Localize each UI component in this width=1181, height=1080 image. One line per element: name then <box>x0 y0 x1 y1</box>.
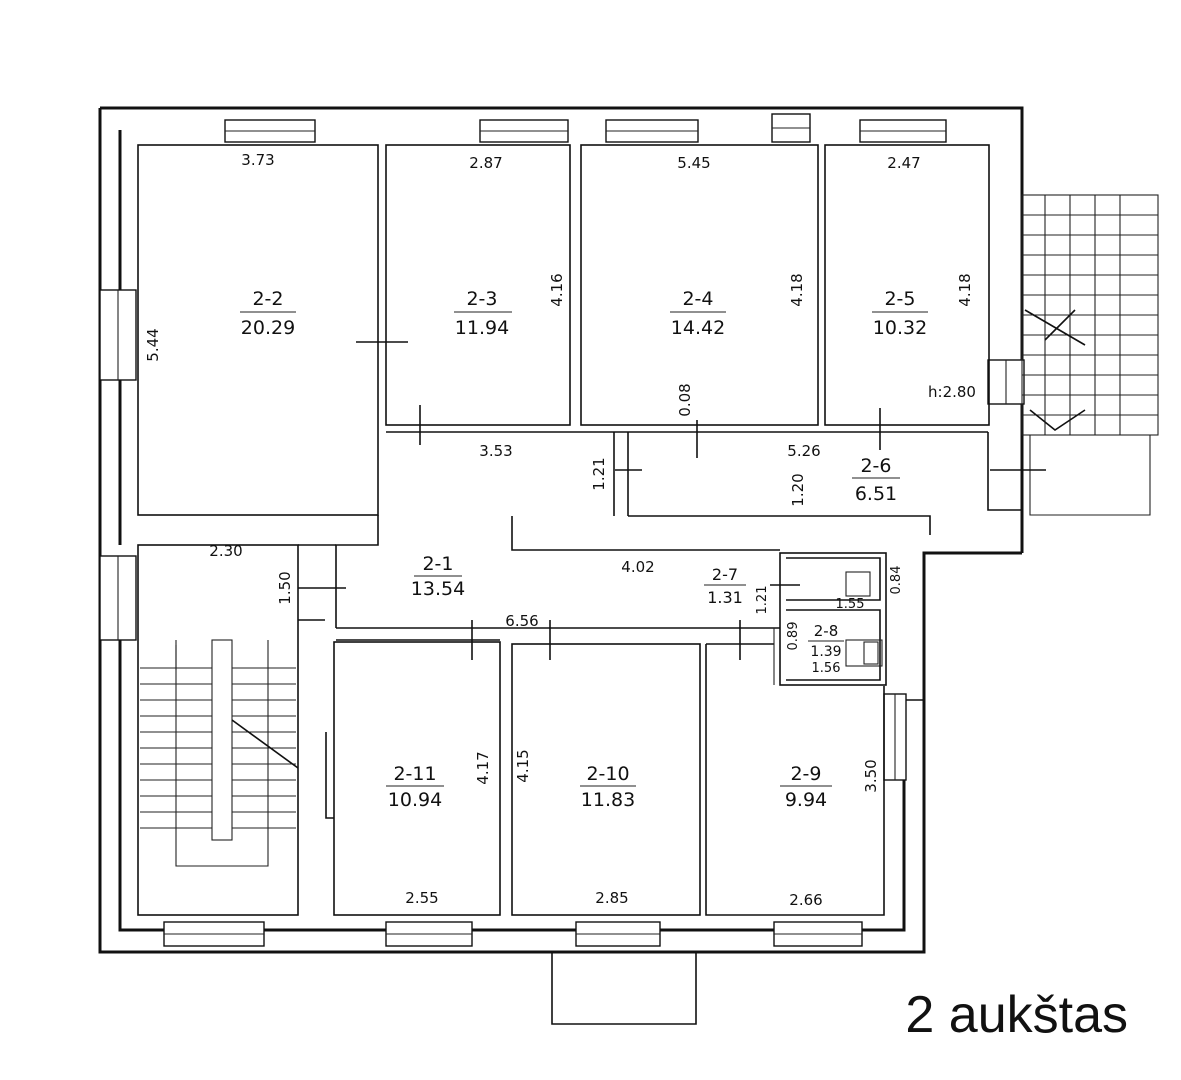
dim-stair-top: 2.30 <box>209 542 242 560</box>
windows <box>99 113 1025 947</box>
room-2-6-id: 2-6 <box>860 455 891 477</box>
dim-2-4-side: 4.18 <box>788 273 806 306</box>
dim-hall-lower: 6.56 <box>505 612 538 630</box>
dim-corridor-width-2: 1.20 <box>789 473 807 506</box>
room-2-11-area: 10.94 <box>388 789 442 811</box>
room-2-10-area: 11.83 <box>581 789 635 811</box>
dim-2-3-top: 2.87 <box>469 154 502 172</box>
dim-2-10-bottom: 2.85 <box>595 889 628 907</box>
dim-2-11-bottom: 2.55 <box>405 889 438 907</box>
room-2-1-id: 2-1 <box>422 553 453 575</box>
dim-corridor-left: 3.53 <box>479 442 512 460</box>
room-2-3-id: 2-3 <box>466 288 497 310</box>
room-2-8-id: 2-8 <box>814 622 839 640</box>
dim-2-9-bottom: 2.66 <box>789 891 822 909</box>
dim-2-11-side: 4.17 <box>474 751 492 784</box>
room-2-1-area: 13.54 <box>411 578 465 600</box>
room-2-11-id: 2-11 <box>393 763 436 785</box>
dim-2-10-side: 4.15 <box>514 749 532 782</box>
dimension-labels: 3.73 5.44 2.87 4.16 5.45 4.18 0.08 2.47 … <box>144 151 976 909</box>
dim-corridor-right: 5.26 <box>787 442 820 460</box>
room-2-4-id: 2-4 <box>682 288 713 310</box>
dim-2-4-top: 5.45 <box>677 154 710 172</box>
external-stair <box>1021 194 1159 516</box>
room-2-9-area: 9.94 <box>785 789 827 811</box>
dim-corridor-width-1: 1.21 <box>590 457 608 490</box>
room-2-9-id: 2-9 <box>790 763 821 785</box>
room-2-2-area: 20.29 <box>241 317 295 339</box>
dim-2-7-width: 1.21 <box>755 586 770 615</box>
room-labels: 2-2 20.29 2-3 11.94 2-4 14.42 2-5 10.32 … <box>240 288 928 811</box>
dim-2-2-side: 5.44 <box>144 328 162 361</box>
room-2-8-area: 1.39 <box>810 644 841 660</box>
room-2-5-area: 10.32 <box>873 317 927 339</box>
dim-2-7-side: 0.84 <box>889 566 904 595</box>
room-2-2-id: 2-2 <box>252 288 283 310</box>
dim-2-9-side: 3.50 <box>862 759 880 792</box>
room-2-7-area: 1.31 <box>707 588 743 607</box>
dim-2-2-top: 3.73 <box>241 151 274 169</box>
dim-2-8-side: 0.89 <box>786 622 801 651</box>
dim-2-5-side: 4.18 <box>956 273 974 306</box>
dim-stair-side: 1.50 <box>276 571 294 604</box>
dim-2-7-inner: 1.55 <box>836 597 865 612</box>
room-2-3-area: 11.94 <box>455 317 509 339</box>
room-2-10-id: 2-10 <box>586 763 629 785</box>
dim-2-4-door: 0.08 <box>676 383 694 416</box>
interior-walls <box>137 144 1159 1025</box>
room-2-4-area: 14.42 <box>671 317 725 339</box>
dim-hall-length: 4.02 <box>621 558 654 576</box>
dim-2-5-top: 2.47 <box>887 154 920 172</box>
ceiling-height: h:2.80 <box>928 383 976 401</box>
room-2-6-area: 6.51 <box>855 483 897 505</box>
dim-2-3-side: 4.16 <box>548 273 566 306</box>
dim-2-8-bottom: 1.56 <box>812 661 841 676</box>
floor-label: 2 aukštas <box>905 986 1128 1044</box>
room-2-7-id: 2-7 <box>712 565 738 584</box>
room-2-5-id: 2-5 <box>884 288 915 310</box>
staircase <box>140 639 299 867</box>
